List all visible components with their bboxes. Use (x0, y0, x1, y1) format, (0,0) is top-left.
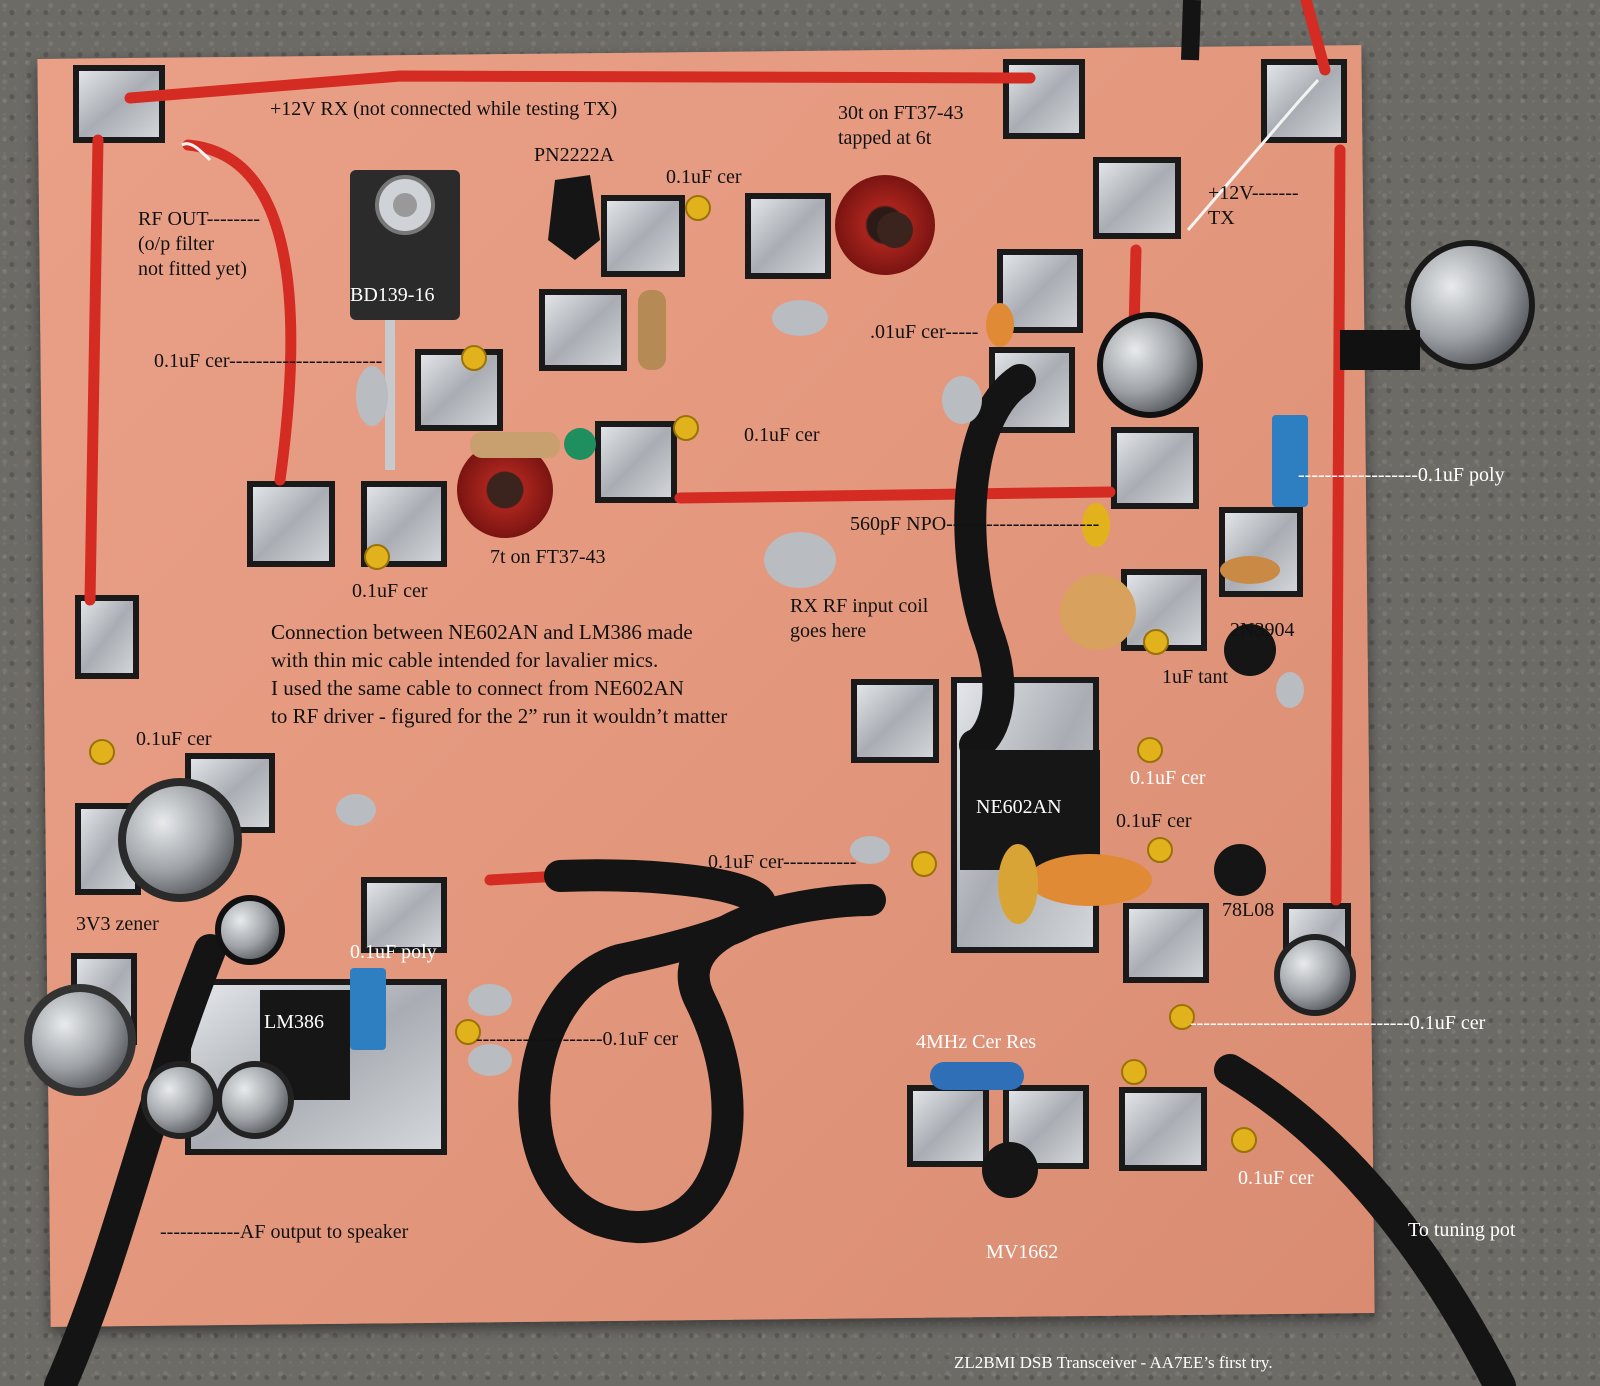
label-af-poly: 0.1uF poly (350, 941, 437, 963)
label-tuning-pot: To tuning pot (1408, 1219, 1516, 1241)
label-560pf-npo: 560pF NPO----------------------- (850, 513, 1100, 535)
label-4mhz-res: 4MHz Cer Res (916, 1031, 1036, 1053)
label-ne602an: NE602AN (976, 796, 1062, 818)
label-ne602-cap3: 0.1uF cer----------- (708, 851, 857, 873)
label-cap-right-bottom: ---------------------------------0.1uF c… (1190, 1012, 1486, 1034)
label-rx-rf-coil: RX RF input coil goes here (790, 595, 929, 642)
label-pn2222a: PN2222A (534, 144, 615, 166)
red-wires (84, 0, 1346, 906)
components (24, 170, 1535, 1198)
label-cap-top: 0.1uF cer (666, 166, 742, 188)
bare-leads (181, 78, 1320, 231)
label-af-output: ------------AF output to speaker (160, 1221, 409, 1243)
label-cap-vco: 0.1uF cer (1238, 1167, 1314, 1189)
label-12v-tx: +12V------- TX (1208, 182, 1299, 229)
label-lm386-cap: -------------------0.1uF cer (476, 1028, 679, 1050)
label-bd139: BD139-16 (350, 284, 435, 306)
top-black-wire (1181, 0, 1201, 61)
label-3v3-zener: 3V3 zener (76, 913, 159, 935)
label-ne602-cap2: 0.1uF cer (1116, 810, 1192, 832)
label-ne602-cap1: 0.1uF cer (1130, 767, 1206, 789)
label-01uf-cer: .01uF cer----- (870, 321, 979, 343)
label-cap-left-mid: 0.1uF cer----------------------- (154, 350, 383, 372)
label-cap-mid: 0.1uF cer (744, 424, 820, 446)
black-cables (44, 364, 1516, 1386)
label-78l08: 78L08 (1222, 899, 1275, 921)
label-7t-coil: 7t on FT37-43 (490, 546, 606, 568)
photo-caption: ZL2BMI DSB Transceiver - AA7EE’s first t… (954, 1353, 1273, 1372)
label-12v-rx: +12V RX (not connected while testing TX) (270, 98, 618, 120)
label-cap-bottom-left: 0.1uF cer (352, 580, 428, 602)
label-cable-note: Connection between NE602AN and LM386 mad… (271, 620, 728, 728)
label-rf-out: RF OUT-------- (o/p filter not fitted ye… (138, 208, 261, 280)
label-poly-right: ------------------0.1uF poly (1298, 464, 1505, 486)
label-30t-coil: 30t on FT37-43 tapped at 6t (838, 102, 964, 149)
label-mv1662: MV1662 (986, 1241, 1059, 1263)
label-2n3904: 2N3904 (1230, 619, 1295, 641)
label-cap-af: 0.1uF cer (136, 728, 212, 750)
label-lm386: LM386 (264, 1011, 324, 1033)
label-1uf-tant: 1uF tant (1162, 666, 1229, 688)
